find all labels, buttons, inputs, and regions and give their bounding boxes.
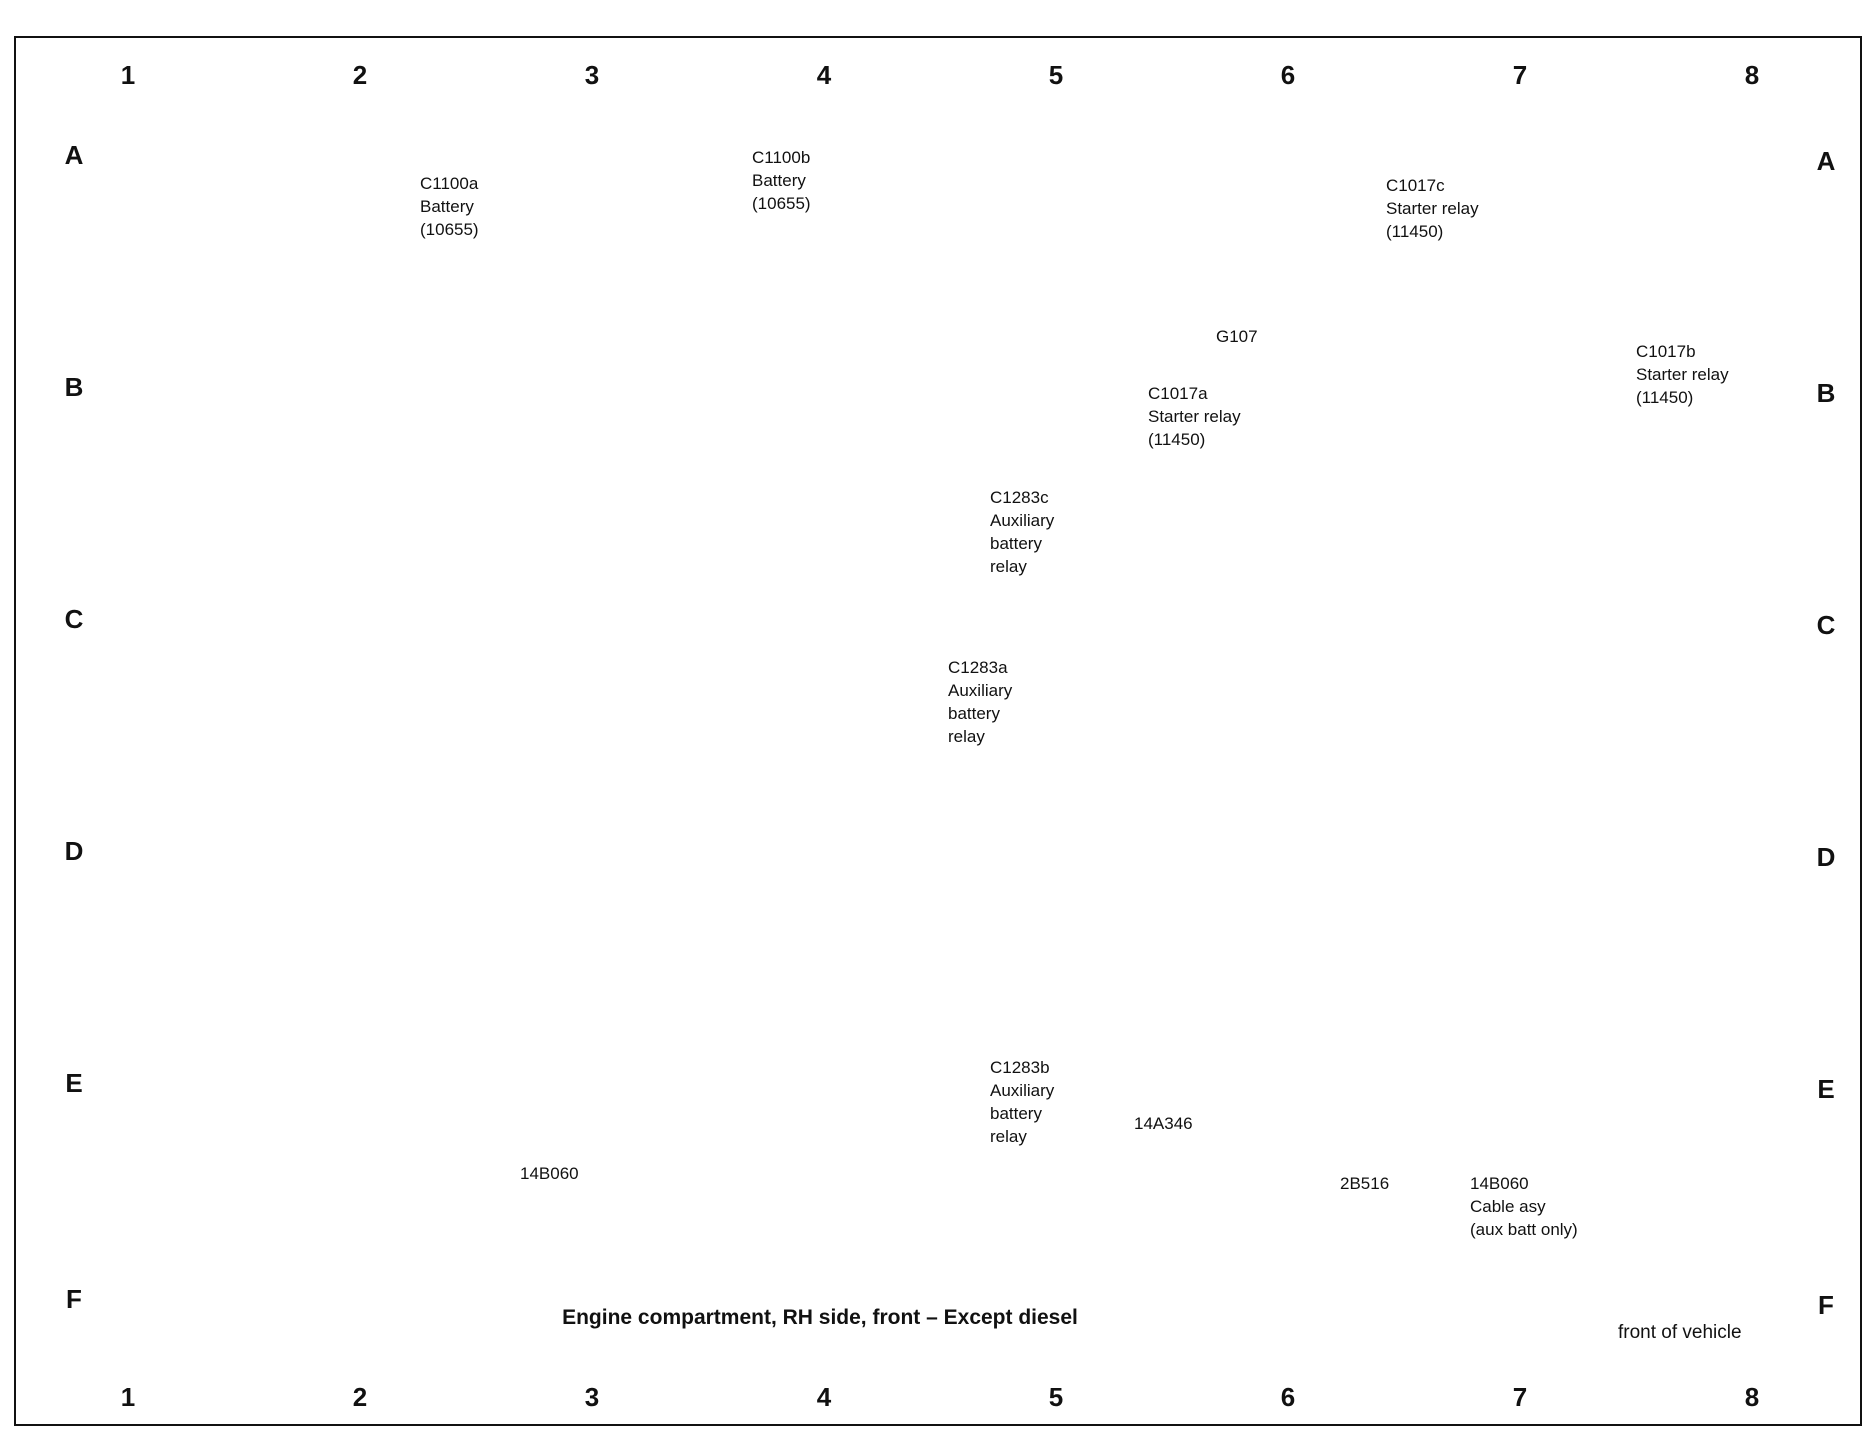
grid-col-top-2: 2 bbox=[352, 60, 368, 90]
grid-row-right-B: B bbox=[1816, 378, 1836, 408]
grid-col-bottom-5: 5 bbox=[1048, 1382, 1064, 1412]
diagram-caption: Engine compartment, RH side, front – Exc… bbox=[562, 1306, 1078, 1329]
grid-col-bottom-2: 2 bbox=[352, 1382, 368, 1412]
callout-14b060-left: 14B060 bbox=[520, 1164, 579, 1183]
grid-col-top-3: 3 bbox=[584, 60, 600, 90]
grid-row-right-E: E bbox=[1817, 1074, 1835, 1104]
callout-14a346: 14A346 bbox=[1134, 1114, 1193, 1133]
grid-row-right-F: F bbox=[1818, 1290, 1834, 1320]
grid-col-top-5: 5 bbox=[1048, 60, 1064, 90]
grid-row-right-A: A bbox=[1816, 146, 1836, 176]
grid-col-top-6: 6 bbox=[1280, 60, 1296, 90]
callout-g107: G107 bbox=[1216, 327, 1258, 346]
grid-row-left-F: F bbox=[66, 1284, 82, 1314]
grid-col-bottom-1: 1 bbox=[120, 1382, 136, 1412]
grid-col-bottom-6: 6 bbox=[1280, 1382, 1296, 1412]
grid-row-right-C: C bbox=[1816, 610, 1836, 640]
grid-row-left-C: C bbox=[64, 604, 84, 634]
grid-col-bottom-3: 3 bbox=[584, 1382, 600, 1412]
grid-row-left-D: D bbox=[64, 836, 84, 866]
grid-row-right-D: D bbox=[1816, 842, 1836, 872]
grid-col-bottom-4: 4 bbox=[816, 1382, 832, 1412]
grid-col-bottom-7: 7 bbox=[1512, 1382, 1528, 1412]
grid-col-bottom-8: 8 bbox=[1744, 1382, 1760, 1412]
grid-row-left-E: E bbox=[65, 1068, 83, 1098]
grid-col-top-8: 8 bbox=[1744, 60, 1760, 90]
grid-col-top-4: 4 bbox=[816, 60, 832, 90]
grid-row-left-B: B bbox=[64, 372, 84, 402]
grid-col-top-1: 1 bbox=[120, 60, 136, 90]
callout-2b516: 2B516 bbox=[1340, 1174, 1390, 1193]
grid-row-left-A: A bbox=[64, 140, 84, 170]
diagram-frame bbox=[14, 36, 1862, 1426]
grid-col-top-7: 7 bbox=[1512, 60, 1528, 90]
front-of-vehicle-label: front of vehicle bbox=[1618, 1322, 1742, 1343]
